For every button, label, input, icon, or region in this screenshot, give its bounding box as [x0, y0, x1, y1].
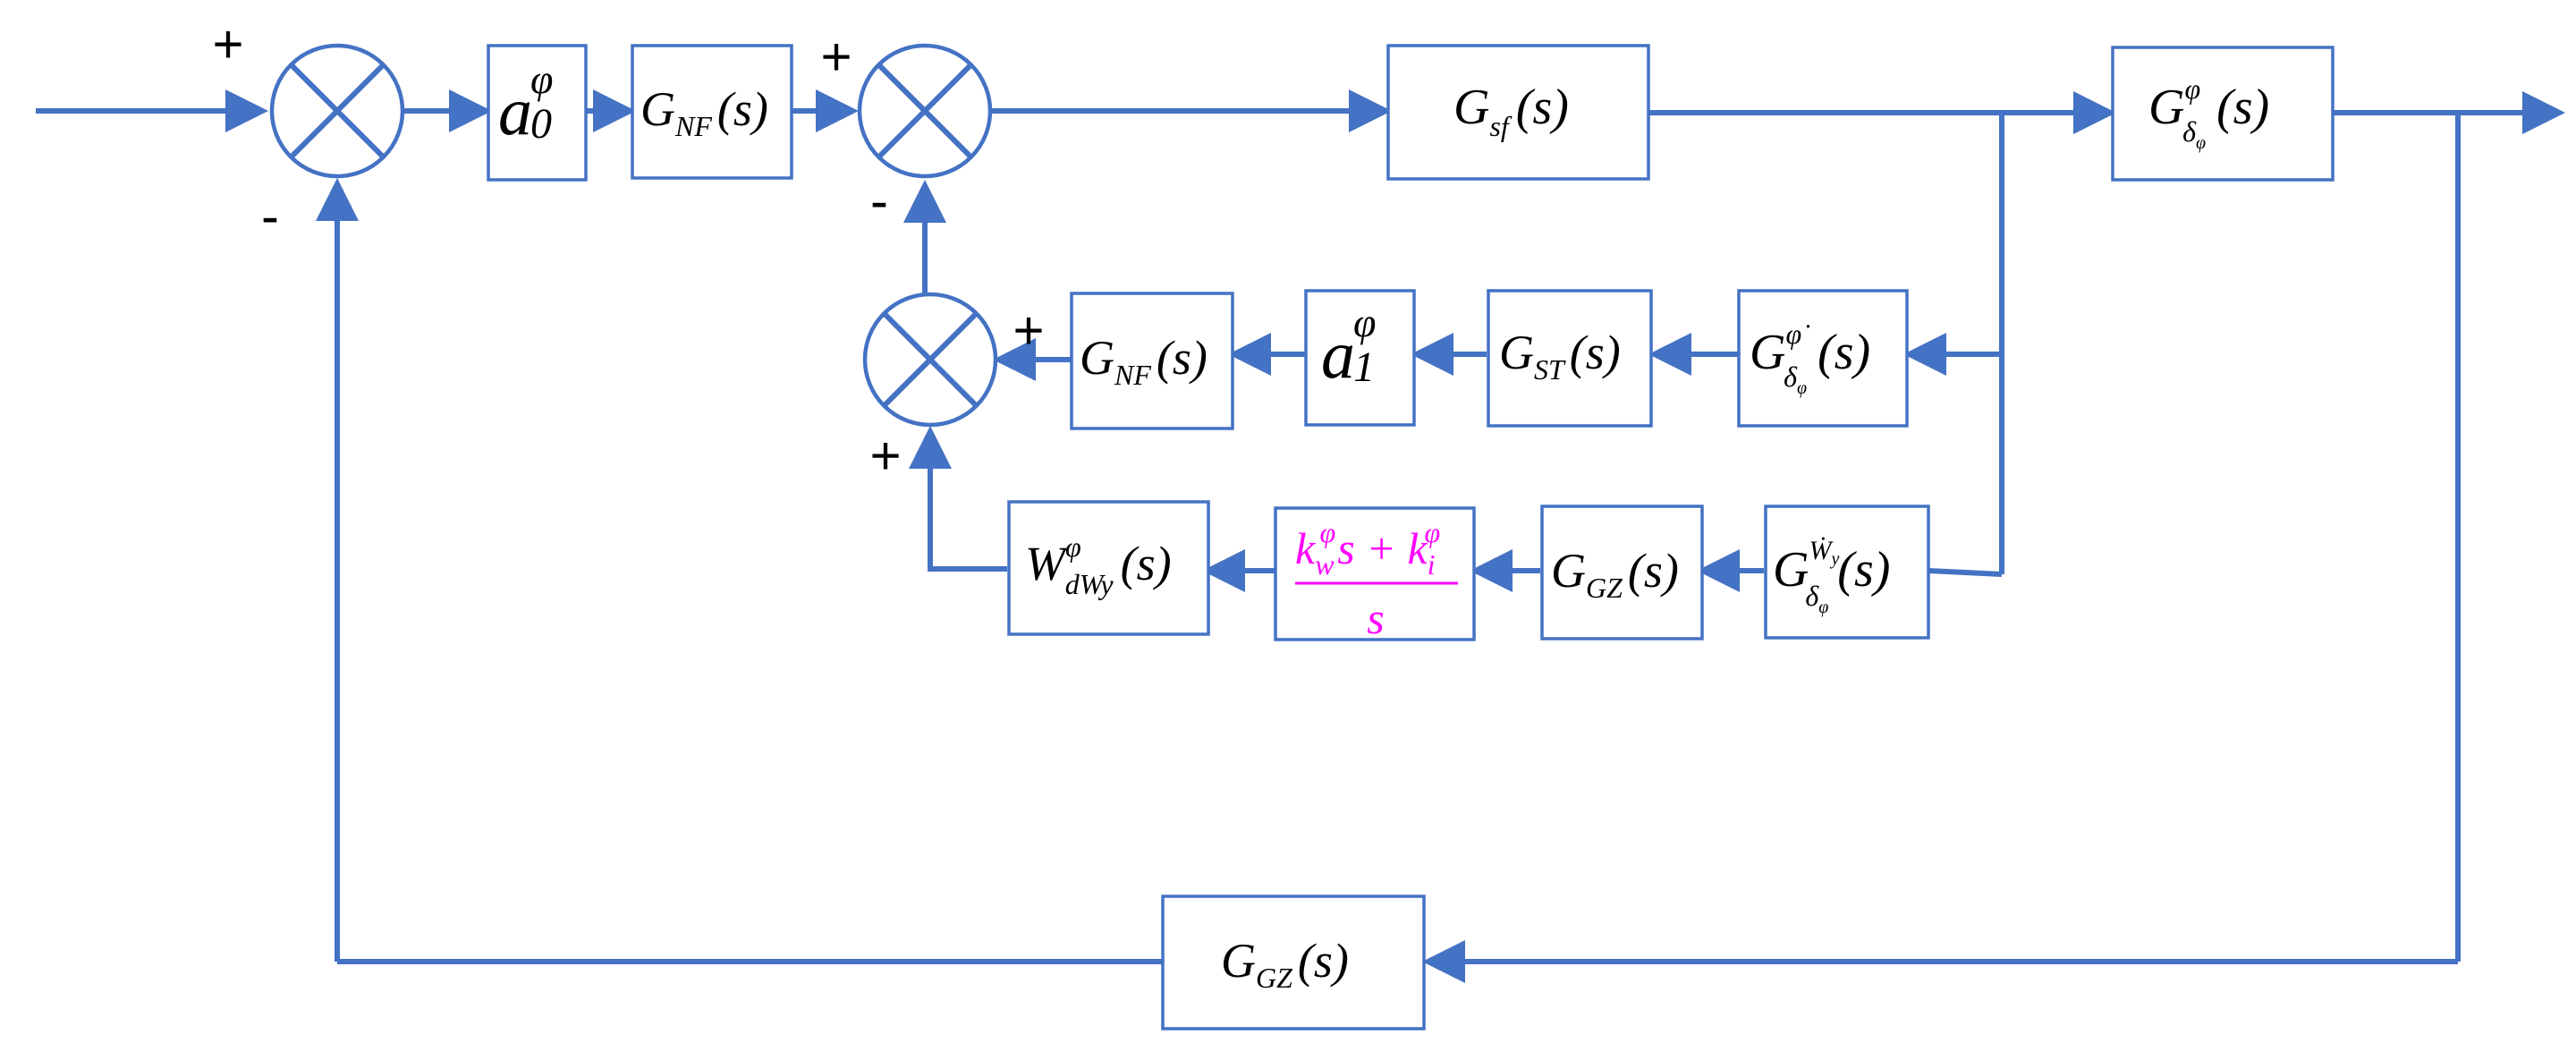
block-g-delta-phidot: Gφ̇δφ(s) [1737, 289, 1909, 428]
sign-sum1-plus: + [212, 14, 243, 74]
summing-junction-1 [269, 43, 405, 179]
svg-text:a0φ: a0φ [498, 56, 553, 149]
svg-text:GGZ(s): GGZ(s) [1551, 544, 1679, 604]
block-a0: a0φ [487, 44, 588, 182]
connectors [36, 89, 2565, 983]
svg-text:kwφs + kiφ: kwφs + kiφ [1295, 516, 1440, 581]
line-branch-to-gwy [1928, 568, 2003, 577]
svg-text:Gsf(s): Gsf(s) [1453, 80, 1569, 142]
block-ggz-outer: GGZ(s) [1161, 895, 1426, 1030]
sign-sum2-plus: + [820, 27, 852, 87]
block-a1: a1φ [1304, 289, 1416, 427]
block-gnf-forward: GNF(s) [631, 44, 793, 180]
svg-text:GNF(s): GNF(s) [1080, 331, 1208, 391]
svg-text:GGZ(s): GGZ(s) [1221, 934, 1349, 994]
summing-junction-3 [862, 292, 998, 428]
sign-sum2-minus: - [870, 171, 888, 231]
block-ggz-inner: GGZ(s) [1540, 505, 1704, 640]
block-gnf-feedback: GNF(s) [1070, 292, 1234, 430]
svg-text:GNF(s): GNF(s) [640, 82, 768, 142]
svg-text:s: s [1367, 593, 1384, 643]
svg-text:a1φ: a1φ [1321, 300, 1376, 393]
sign-sum1-minus: - [261, 186, 279, 246]
sign-sum3-plus-right: + [1013, 301, 1044, 360]
block-gsf: Gsf(s) [1386, 44, 1650, 181]
block-gst: GST(s) [1487, 289, 1653, 428]
block-pi-controller: kwφs + kiφ s [1274, 506, 1476, 643]
line-wdwy-to-sum3 [909, 426, 1007, 572]
svg-text:GST(s): GST(s) [1499, 326, 1621, 386]
sign-sum3-plus-bottom: + [869, 426, 901, 486]
summing-junction-2 [857, 43, 993, 179]
